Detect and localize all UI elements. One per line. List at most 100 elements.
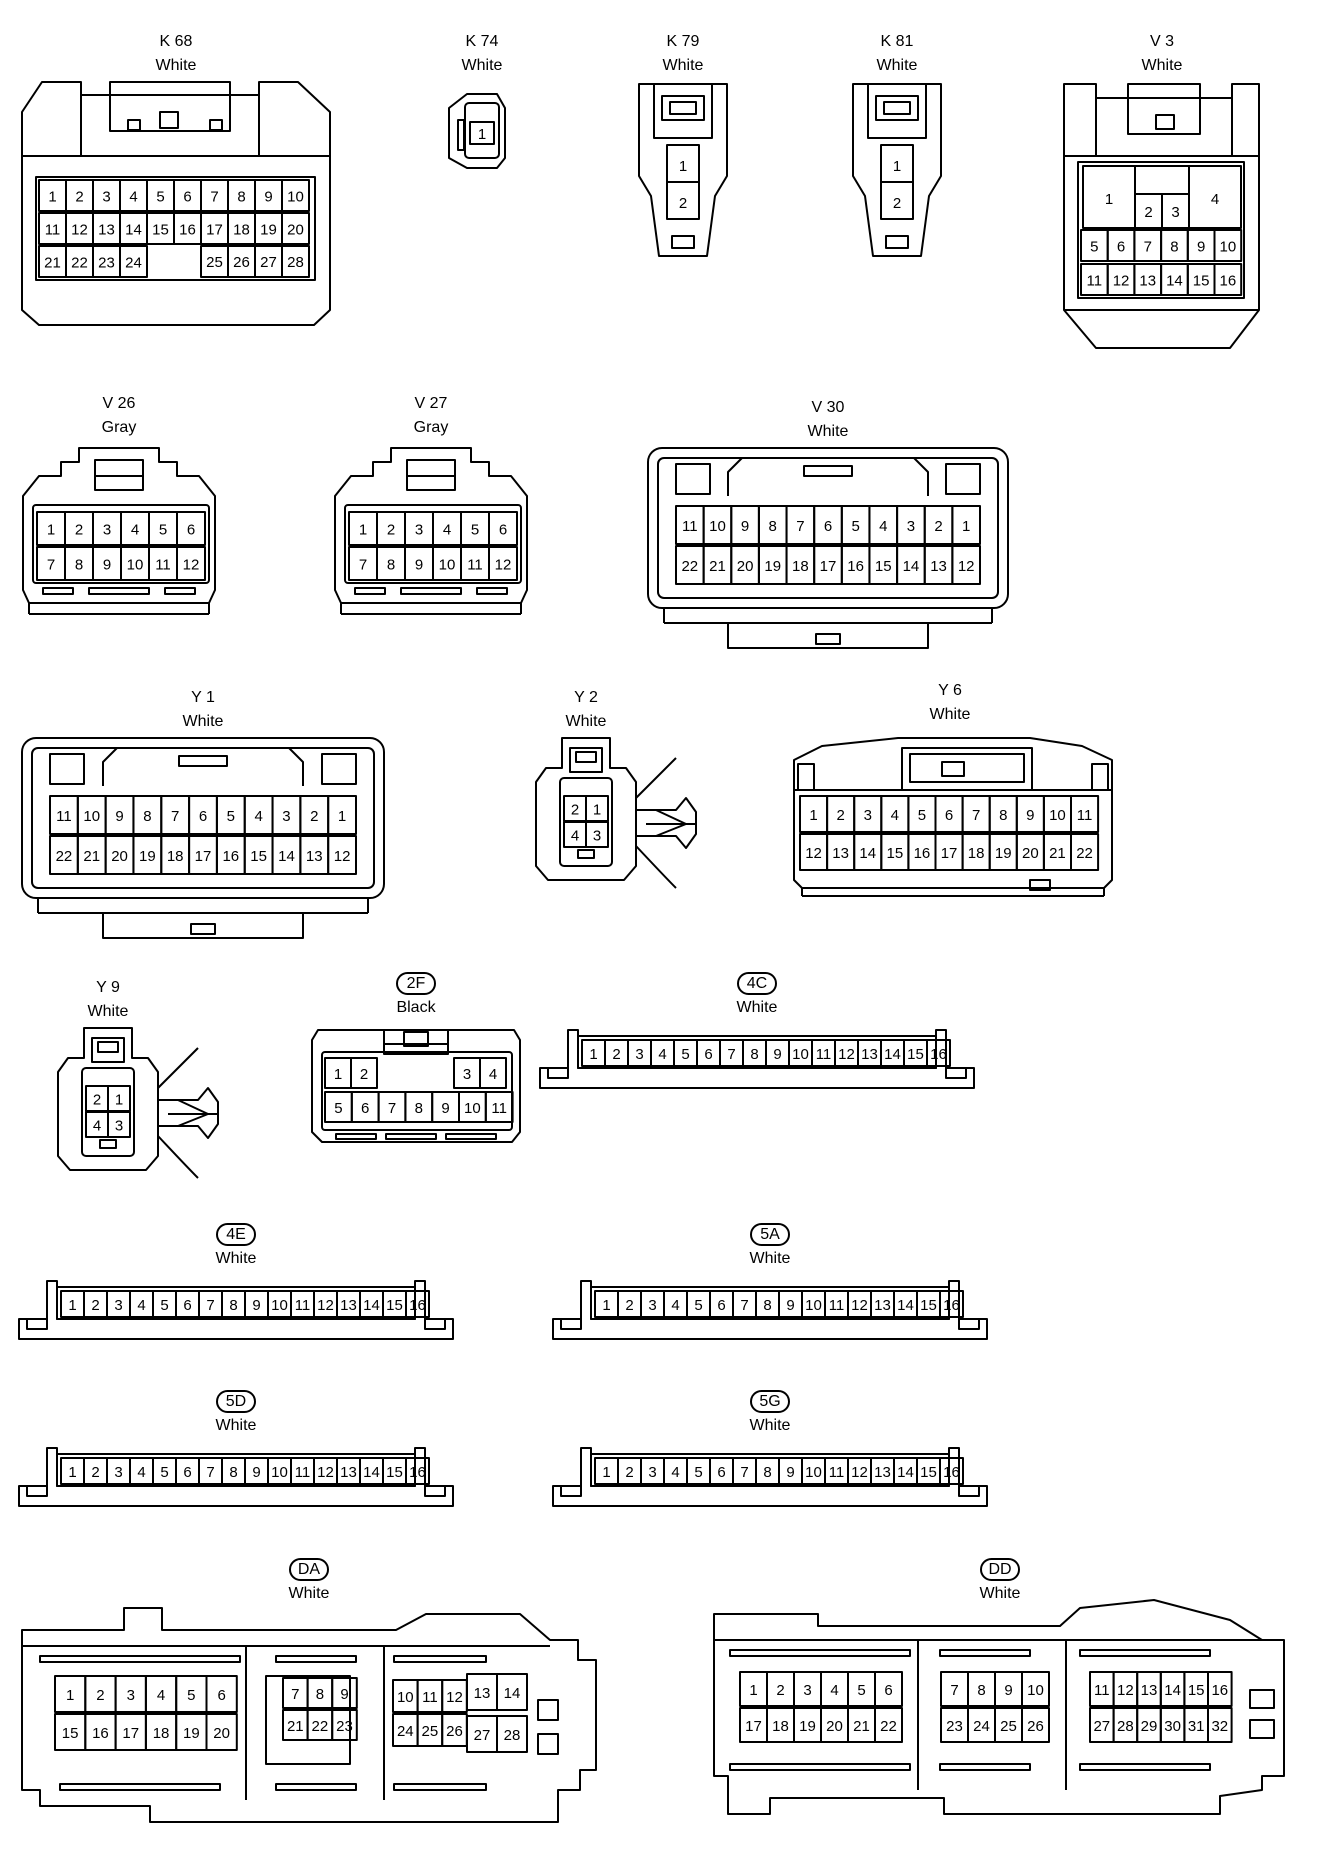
pin-6: 6 xyxy=(361,1100,369,1117)
pin-20: 20 xyxy=(1022,845,1039,862)
connector-code: V 3 xyxy=(1150,33,1174,50)
pin-2: 2 xyxy=(571,802,579,819)
pin-12: 12 xyxy=(958,558,975,575)
pin-6: 6 xyxy=(824,518,832,535)
pin-3: 3 xyxy=(907,518,915,535)
pin-28: 28 xyxy=(287,254,304,271)
pin-13: 13 xyxy=(930,558,947,575)
connector-color: White xyxy=(88,1003,129,1020)
pin-12: 12 xyxy=(446,1689,463,1706)
pin-12: 12 xyxy=(805,845,822,862)
pin-14: 14 xyxy=(363,1464,380,1481)
pin-4: 4 xyxy=(671,1297,679,1314)
pin-30: 30 xyxy=(1164,1718,1181,1735)
pin-20: 20 xyxy=(111,848,128,865)
pin-14: 14 xyxy=(897,1297,914,1314)
pin-1: 1 xyxy=(602,1297,610,1314)
pin-15: 15 xyxy=(386,1464,403,1481)
pin-16: 16 xyxy=(92,1725,109,1742)
pin-7: 7 xyxy=(1144,239,1152,256)
pin-5: 5 xyxy=(918,807,926,824)
pin-19: 19 xyxy=(260,222,277,239)
pin-22: 22 xyxy=(312,1718,329,1735)
pin-16: 16 xyxy=(943,1464,960,1481)
pin-2: 2 xyxy=(1144,204,1152,221)
pin-9: 9 xyxy=(252,1464,260,1481)
pin-19: 19 xyxy=(799,1718,816,1735)
pin-6: 6 xyxy=(183,189,191,206)
pin-17: 17 xyxy=(745,1718,762,1735)
pin-14: 14 xyxy=(504,1685,521,1702)
pin-11: 11 xyxy=(467,557,483,574)
pin-9: 9 xyxy=(1004,1682,1012,1699)
pin-12: 12 xyxy=(334,848,351,865)
pin-2: 2 xyxy=(836,807,844,824)
pin-3: 3 xyxy=(127,1687,135,1704)
pin-9: 9 xyxy=(115,808,123,825)
pin-11: 11 xyxy=(1087,273,1103,290)
pin-3: 3 xyxy=(864,807,872,824)
pin-18: 18 xyxy=(772,1718,789,1735)
connector-color: White xyxy=(930,706,971,723)
pin-2: 2 xyxy=(934,518,942,535)
pin-3: 3 xyxy=(114,1297,122,1314)
pin-6: 6 xyxy=(945,807,953,824)
pin-6: 6 xyxy=(199,808,207,825)
pin-20: 20 xyxy=(287,222,304,239)
connector-color: White xyxy=(750,1417,791,1434)
pin-8: 8 xyxy=(237,189,245,206)
pin-27: 27 xyxy=(1093,1718,1110,1735)
pin-17: 17 xyxy=(820,558,837,575)
pin-4: 4 xyxy=(879,518,887,535)
pin-10: 10 xyxy=(709,518,726,535)
pin-19: 19 xyxy=(139,848,156,865)
pin-1: 1 xyxy=(115,1092,123,1109)
pin-3: 3 xyxy=(1171,204,1179,221)
pin-25: 25 xyxy=(1000,1718,1017,1735)
pin-6: 6 xyxy=(183,1464,191,1481)
pin-11: 11 xyxy=(295,1297,311,1314)
pin-7: 7 xyxy=(950,1682,958,1699)
pin-11: 11 xyxy=(829,1297,845,1314)
pin-14: 14 xyxy=(884,1046,901,1063)
connector-color: White xyxy=(216,1250,257,1267)
pin-4: 4 xyxy=(891,807,899,824)
pin-13: 13 xyxy=(340,1464,357,1481)
pin-1: 1 xyxy=(593,802,601,819)
pin-18: 18 xyxy=(233,222,250,239)
pin-2: 2 xyxy=(360,1066,368,1083)
connector-code: 2F xyxy=(407,975,426,992)
pin-3: 3 xyxy=(415,522,423,539)
pin-12: 12 xyxy=(851,1297,868,1314)
pin-10: 10 xyxy=(127,557,144,574)
pin-1: 1 xyxy=(1105,191,1113,208)
pin-3: 3 xyxy=(115,1118,123,1135)
connector-code: 4E xyxy=(226,1226,246,1243)
pin-10: 10 xyxy=(1220,239,1237,256)
pin-10: 10 xyxy=(464,1100,481,1117)
pin-15: 15 xyxy=(152,222,169,239)
connector-color: White xyxy=(183,713,224,730)
pin-7: 7 xyxy=(388,1100,396,1117)
pin-13: 13 xyxy=(474,1685,491,1702)
connector-code: Y 2 xyxy=(574,689,598,706)
pin-5: 5 xyxy=(334,1100,342,1117)
pin-28: 28 xyxy=(504,1727,521,1744)
pin-9: 9 xyxy=(441,1100,449,1117)
pin-14: 14 xyxy=(1164,1682,1181,1699)
pin-10: 10 xyxy=(1027,1682,1044,1699)
pin-15: 15 xyxy=(1193,273,1210,290)
pin-4: 4 xyxy=(1211,191,1219,208)
pin-13: 13 xyxy=(98,222,115,239)
pin-12: 12 xyxy=(1113,273,1130,290)
pin-10: 10 xyxy=(805,1297,822,1314)
pin-8: 8 xyxy=(316,1686,324,1703)
pin-8: 8 xyxy=(769,518,777,535)
connector-color: White xyxy=(462,57,503,74)
pin-23: 23 xyxy=(98,255,115,272)
